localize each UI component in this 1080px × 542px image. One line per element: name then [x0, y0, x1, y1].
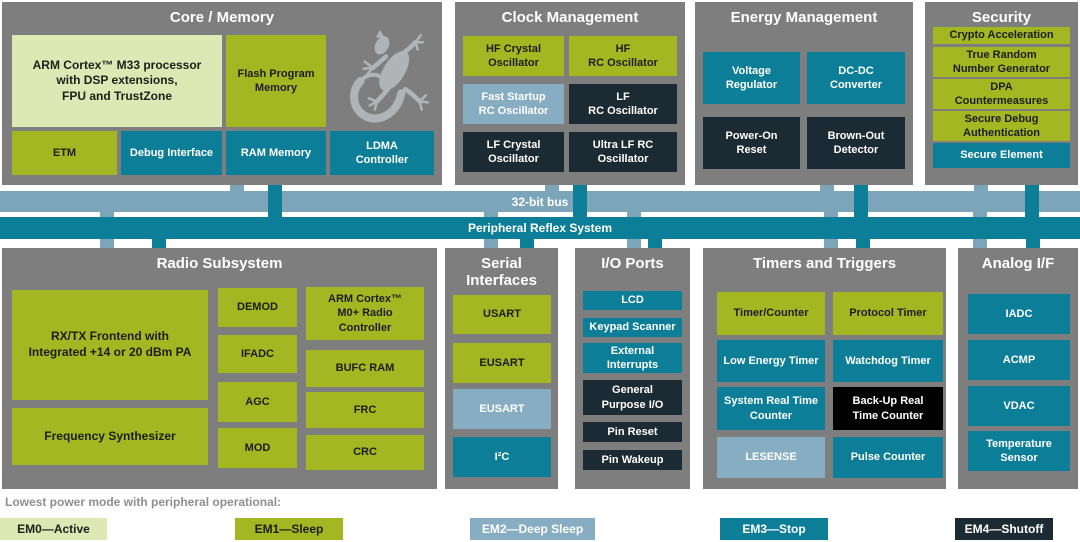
block-usart: USART — [453, 295, 551, 334]
block-timer-counter: Timer/Counter — [717, 292, 825, 335]
block-system-real-time-counter: System Real Time Counter — [717, 387, 825, 430]
block-bufc-ram: BUFC RAM — [306, 350, 424, 387]
block-etm: ETM — [12, 131, 117, 175]
bus-connector — [520, 239, 534, 249]
section-energy-management: Energy Management Voltage Regulator DC-D… — [695, 2, 913, 185]
block-ram-memory: RAM Memory — [226, 131, 326, 175]
section-serial-interfaces: Serial Interfaces USART EUSART EUSART I²… — [445, 248, 558, 489]
block-power-on-reset: Power-On Reset — [703, 117, 800, 169]
section-title: Radio Subsystem — [156, 255, 283, 272]
block-eusart-1: EUSART — [453, 343, 551, 383]
block-protocol-timer: Protocol Timer — [833, 292, 943, 335]
block-lf-crystal-oscillator: LF Crystal Oscillator — [463, 132, 564, 172]
block-arm-cortex-m33: ARM Cortex™ M33 processor with DSP exten… — [12, 35, 222, 127]
block-mod: MOD — [218, 428, 297, 468]
block-low-energy-timer: Low Energy Timer — [717, 340, 825, 382]
section-core-memory: Core / Memory ARM Cortex™ M33 processor … — [2, 2, 442, 185]
block-lcd: LCD — [583, 291, 682, 310]
bus-connector — [820, 185, 834, 191]
legend-em3-stop: EM3—Stop — [720, 518, 828, 540]
block-true-random-number-generator: True Random Number Generator — [933, 47, 1070, 77]
block-secure-debug-authentication: Secure Debug Authentication — [933, 111, 1070, 141]
block-iadc: IADC — [968, 294, 1070, 334]
bus-connector — [545, 185, 559, 191]
block-general-purpose-io: General Purpose I/O — [583, 380, 682, 415]
block-frequency-synthesizer: Frequency Synthesizer — [12, 408, 208, 465]
block-hf-crystal-oscillator: HF Crystal Oscillator — [463, 36, 564, 76]
block-pin-reset: Pin Reset — [583, 422, 682, 442]
block-ldma-controller: LDMA Controller — [330, 131, 434, 175]
section-analog-if: Analog I/F IADC ACMP VDAC Temperature Se… — [958, 248, 1078, 489]
block-dpa-countermeasures: DPA Countermeasures — [933, 79, 1070, 109]
legend-caption: Lowest power mode with peripheral operat… — [5, 495, 282, 509]
block-agc: AGC — [218, 382, 297, 422]
block-watchdog-timer: Watchdog Timer — [833, 340, 943, 382]
bus-connector — [856, 239, 870, 249]
legend-em4-shutoff: EM4—Shutoff — [955, 518, 1053, 540]
section-title: Serial Interfaces — [466, 255, 537, 290]
bus-32bit: 32-bit bus — [0, 191, 1080, 212]
section-title: Security — [971, 9, 1032, 26]
legend-em2-deep-sleep: EM2—Deep Sleep — [470, 518, 595, 540]
block-brown-out-detector: Brown-Out Detector — [807, 117, 905, 169]
block-eusart-2: EUSART — [453, 389, 551, 429]
section-security: Security Crypto Acceleration True Random… — [925, 2, 1078, 185]
legend-em1-sleep: EM1—Sleep — [235, 518, 343, 540]
block-demod: DEMOD — [218, 288, 297, 327]
section-timers-triggers: Timers and Triggers Timer/Counter Protoc… — [703, 248, 946, 489]
block-fast-startup-rc-oscillator: Fast Startup RC Oscillator — [463, 84, 564, 124]
bus-prs-label: Peripheral Reflex System — [467, 221, 613, 235]
block-i2c: I²C — [453, 437, 551, 477]
bus-connector — [974, 185, 988, 191]
block-backup-real-time-counter: Back-Up Real Time Counter — [833, 387, 943, 430]
bus-connector — [268, 185, 282, 217]
bus-connector — [230, 185, 244, 191]
section-title: Timers and Triggers — [752, 255, 897, 272]
section-title: I/O Ports — [601, 255, 664, 272]
block-rxtx-frontend: RX/TX Frontend with Integrated +14 or 20… — [12, 290, 208, 400]
block-debug-interface: Debug Interface — [121, 131, 222, 175]
block-crc: CRC — [306, 435, 424, 470]
block-hf-rc-oscillator: HF RC Oscillator — [569, 36, 677, 76]
block-flash-program-memory: Flash Program Memory — [226, 35, 326, 127]
block-frc: FRC — [306, 392, 424, 428]
bus-32bit-label: 32-bit bus — [511, 194, 569, 209]
block-voltage-regulator: Voltage Regulator — [703, 52, 800, 104]
block-crypto-acceleration: Crypto Acceleration — [933, 27, 1070, 44]
bus-connector — [854, 185, 868, 217]
section-title: Core / Memory — [169, 9, 275, 26]
block-keypad-scanner: Keypad Scanner — [583, 318, 682, 337]
section-title: Energy Management — [730, 9, 878, 26]
block-temperature-sensor: Temperature Sensor — [968, 431, 1070, 471]
section-title: Analog I/F — [981, 255, 1055, 272]
block-pin-wakeup: Pin Wakeup — [583, 450, 682, 470]
bus-connector — [1026, 239, 1040, 249]
gecko-logo-icon — [350, 30, 430, 123]
bus-connector — [1025, 185, 1039, 217]
section-clock-management: Clock Management HF Crystal Oscillator H… — [455, 2, 685, 185]
bus-connector — [648, 239, 662, 249]
legend-em0-active: EM0—Active — [0, 518, 107, 540]
bus-connector — [573, 185, 587, 217]
section-radio-subsystem: Radio Subsystem RX/TX Frontend with Inte… — [2, 248, 437, 489]
bus-connector — [152, 239, 166, 249]
block-lesense: LESENSE — [717, 437, 825, 478]
bus-peripheral-reflex-system: Peripheral Reflex System — [0, 217, 1080, 239]
block-pulse-counter: Pulse Counter — [833, 437, 943, 478]
block-acmp: ACMP — [968, 340, 1070, 380]
block-vdac: VDAC — [968, 386, 1070, 426]
section-io-ports: I/O Ports LCD Keypad Scanner External In… — [575, 248, 690, 489]
block-lf-rc-oscillator: LF RC Oscillator — [569, 84, 677, 124]
block-arm-cortex-m0-radio-controller: ARM Cortex™ M0+ Radio Controller — [306, 287, 424, 340]
block-dcdc-converter: DC-DC Converter — [807, 52, 905, 104]
block-secure-element: Secure Element — [933, 143, 1070, 168]
section-title: Clock Management — [501, 9, 639, 26]
block-external-interrupts: External Interrupts — [583, 343, 682, 373]
block-ultra-lf-rc-oscillator: Ultra LF RC Oscillator — [569, 132, 677, 172]
block-ifadc: IFADC — [218, 335, 297, 373]
